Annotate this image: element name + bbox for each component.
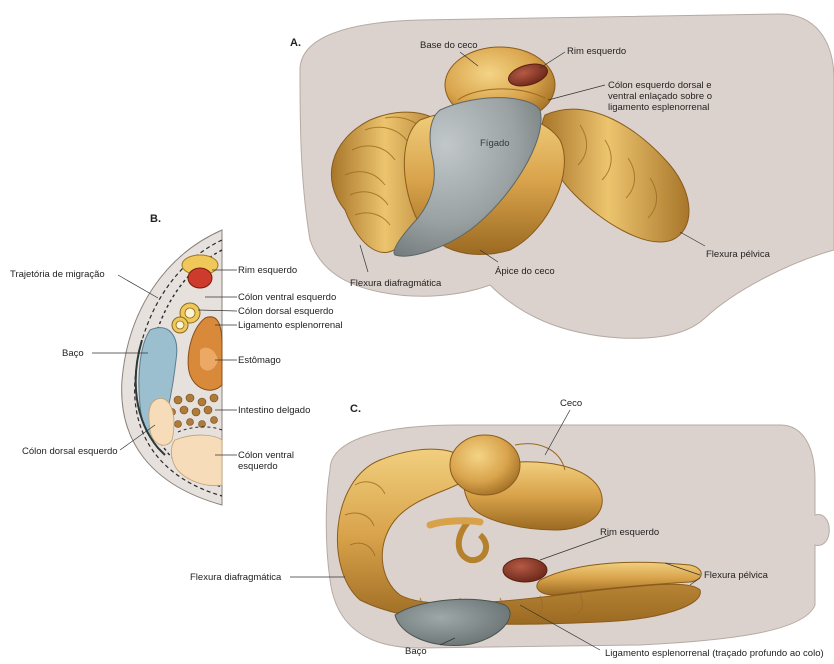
label-flexura-pelvica-c: Flexura pélvica (704, 570, 768, 581)
label-colon-ventral-esq-b: Cólon ventral esquerdo (238, 292, 336, 303)
label-colon-dorsal-esquerdo-b: Cólon dorsal esquerdo (22, 446, 118, 457)
kidney-c (503, 558, 547, 582)
label-trajetoria-b: Trajetória de migração (10, 269, 105, 280)
label-baco-b: Baço (62, 348, 84, 359)
label-colon-ventral-esquerdo-b: Cólon ventral esquerdo (238, 450, 308, 472)
label-colon-dorsal-esq-b: Cólon dorsal esquerdo (238, 306, 334, 317)
label-colon-dorsal-ventral-a: Cólon esquerdo dorsal e ventral enlaçado… (608, 80, 738, 113)
panel-b-illustration (92, 230, 237, 505)
label-ligamento-c: Ligamento esplenorrenal (traçado profund… (605, 648, 824, 659)
label-rim-esquerdo-c: Rim esquerdo (600, 527, 659, 538)
panel-c-illustration (290, 410, 829, 650)
label-rim-esquerdo-b: Rim esquerdo (238, 265, 297, 276)
label-flexura-diafragmatica-c: Flexura diafragmática (190, 572, 281, 583)
label-figado-a: Fígado (480, 138, 510, 149)
label-apice-ceco-a: Ápice do ceco (495, 266, 555, 277)
label-flexura-pelvica-a: Flexura pélvica (706, 249, 770, 260)
panel-a-title: A. (290, 38, 301, 49)
colon-dorsal-left-b (149, 398, 174, 445)
label-baco-c: Baço (405, 646, 427, 657)
cecum-c (450, 435, 520, 495)
label-ceco-c: Ceco (560, 398, 582, 409)
label-base-ceco-a: Base do ceco (420, 40, 478, 51)
label-estomago-b: Estômago (238, 355, 281, 366)
panel-a-illustration (300, 14, 834, 338)
panel-c-title: C. (350, 404, 361, 415)
kidney-b (188, 268, 212, 288)
panel-b-title: B. (150, 214, 161, 225)
label-ligamento-b: Ligamento esplenorrenal (238, 320, 343, 331)
label-rim-esquerdo-a: Rim esquerdo (567, 46, 626, 57)
label-intestino-b: Intestino delgado (238, 405, 310, 416)
label-flexura-diafragmatica-a: Flexura diafragmática (350, 278, 441, 289)
